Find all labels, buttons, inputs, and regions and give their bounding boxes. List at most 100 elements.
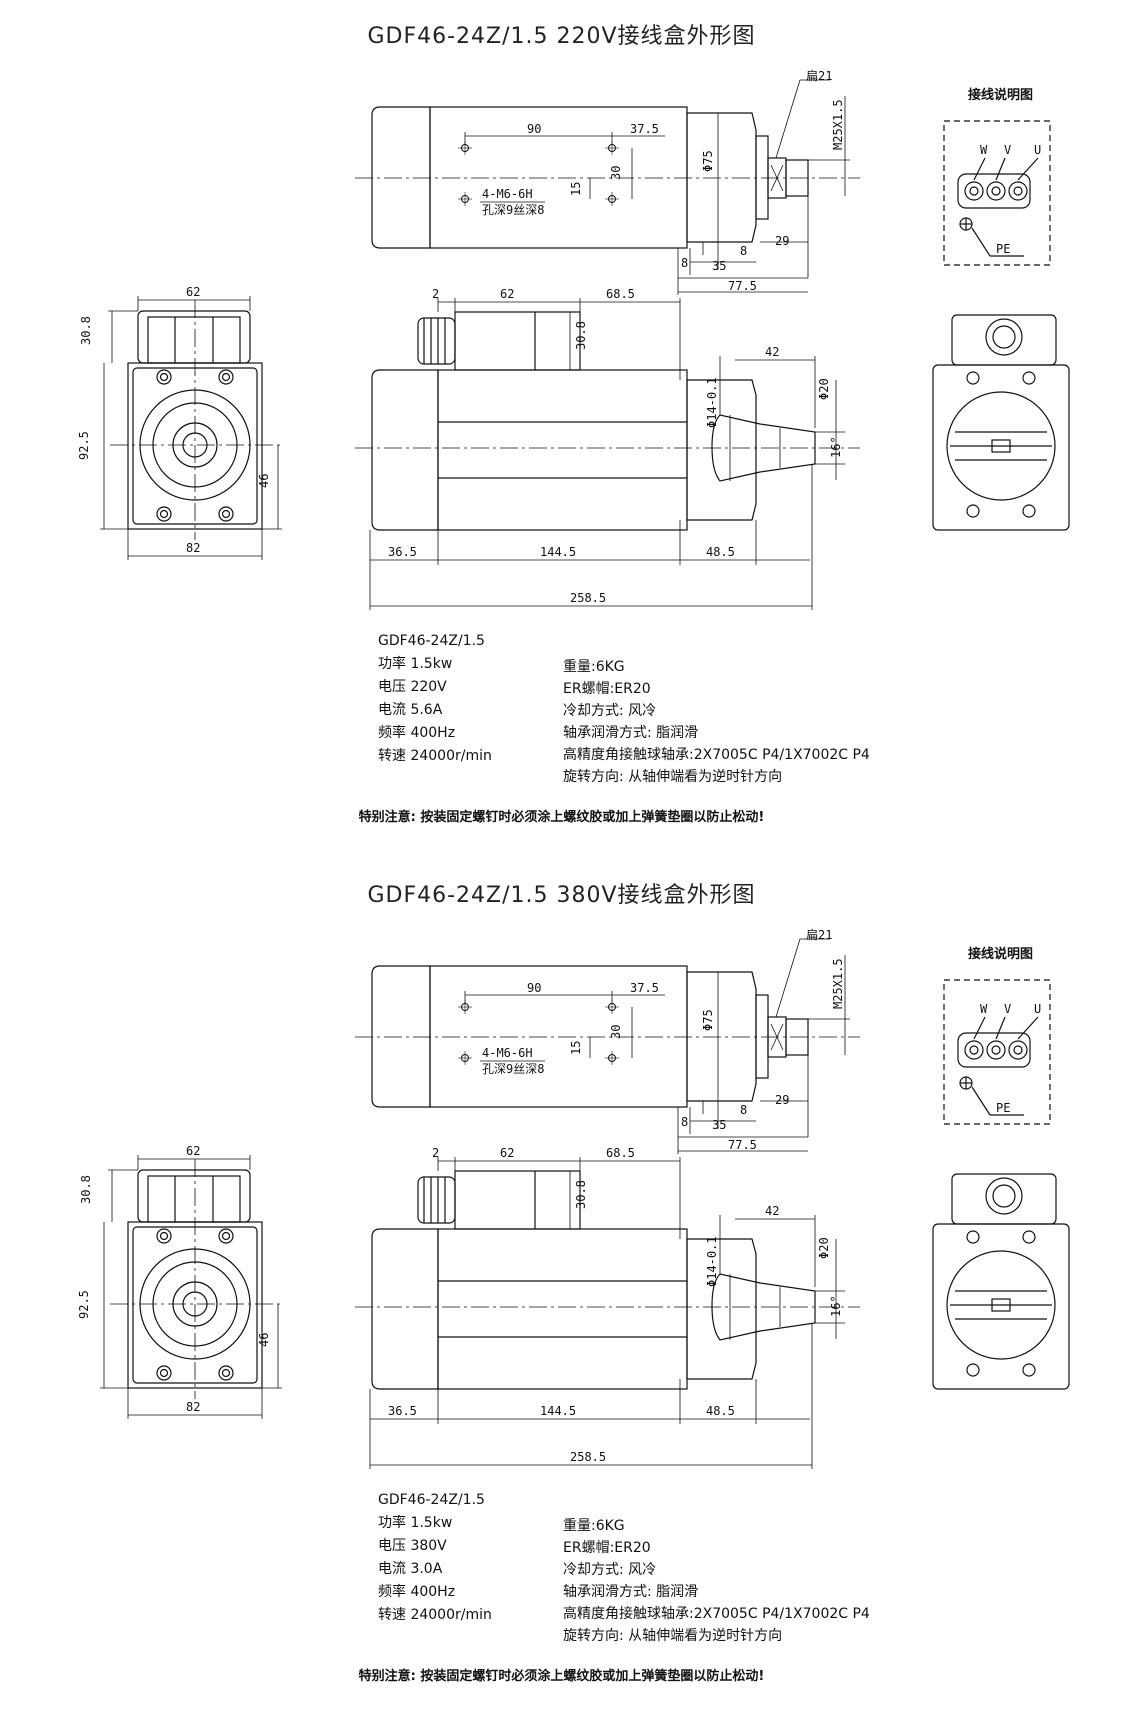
spec-cooling: 冷却方式: 风冷 xyxy=(563,1562,657,1578)
dim-30-8: 30.8 xyxy=(574,321,588,350)
sheet-title: GDF46-24Z/1.5 220V接线盒外形图 xyxy=(367,24,756,49)
dim-8b: 8 xyxy=(740,1103,747,1117)
dim-15: 15 xyxy=(569,182,583,196)
dim-16deg: 16° xyxy=(829,436,843,458)
dim-16deg: 16° xyxy=(829,1295,843,1317)
spec-power: 功率 1.5kw xyxy=(378,656,453,672)
spec-cooling: 冷却方式: 风冷 xyxy=(563,703,657,719)
terminal-u: U xyxy=(1034,1002,1041,1016)
dim-phi20: Φ20 xyxy=(817,1237,831,1259)
dim-77-5: 77.5 xyxy=(728,279,757,293)
dim-30: 30 xyxy=(609,1025,623,1039)
spec-weight: 重量:6KG xyxy=(563,659,625,675)
dim-144-5: 144.5 xyxy=(540,545,576,559)
spec-lubrication: 轴承润滑方式: 脂润滑 xyxy=(563,725,699,741)
dim-36-5: 36.5 xyxy=(388,545,417,559)
dim-front-30-8: 30.8 xyxy=(79,316,93,345)
dim-30: 30 xyxy=(609,166,623,180)
top-view xyxy=(355,965,860,1108)
dim-258-5: 258.5 xyxy=(570,1450,606,1464)
dim-42: 42 xyxy=(765,345,779,359)
dim-front-46: 46 xyxy=(257,1333,271,1347)
spec-speed: 转速 24000r/min xyxy=(378,1607,492,1623)
dim-35: 35 xyxy=(712,259,726,273)
dim-front-62: 62 xyxy=(186,285,200,299)
dim-front-82: 82 xyxy=(186,541,200,555)
dim-m25: M25X1.5 xyxy=(831,99,845,150)
dim-phi20: Φ20 xyxy=(817,378,831,400)
terminal-pe: PE xyxy=(996,1101,1010,1115)
dim-62: 62 xyxy=(500,1146,514,1160)
dim-90: 90 xyxy=(527,122,541,136)
dim-flat: 扁21 xyxy=(806,928,832,942)
dim-phi14: Φ14-0.1 xyxy=(705,377,719,428)
dim-front-62: 62 xyxy=(186,1144,200,1158)
warning-note: 特别注意: 按装固定螺钉时必须涂上螺纹胶或加上弹簧垫圈以防止松动! xyxy=(358,1669,765,1684)
spec-frequency: 频率 400Hz xyxy=(378,725,456,741)
dim-phi75: Φ75 xyxy=(701,1009,715,1031)
dim-37-5: 37.5 xyxy=(630,981,659,995)
spec-lubrication: 轴承润滑方式: 脂润滑 xyxy=(563,1584,699,1600)
side-view-dimensions xyxy=(369,298,845,610)
dim-90: 90 xyxy=(527,981,541,995)
terminal-pe: PE xyxy=(996,242,1010,256)
technical-drawing: 扁21 90 37.5 30 15 4-M6-6H 孔深9丝深8 Φ75 M25… xyxy=(77,69,1070,610)
spec-bearing: 高精度角接触球轴承:2X7005C P4/1X7002C P4 xyxy=(563,747,870,763)
spec-collet: ER螺帽:ER20 xyxy=(563,681,651,697)
dim-258-5: 258.5 xyxy=(570,591,606,605)
dim-37-5: 37.5 xyxy=(630,122,659,136)
spec-left: GDF46-24Z/1.5 功率 1.5kw 电压 220V 电流 5.6A 频… xyxy=(378,630,492,768)
dim-phi75: Φ75 xyxy=(701,150,715,172)
spec-frequency: 频率 400Hz xyxy=(378,1584,456,1600)
spec-speed: 转速 24000r/min xyxy=(378,748,492,764)
dim-thread: 4-M6-6H xyxy=(482,187,533,201)
dim-flat: 扁21 xyxy=(806,69,832,83)
back-view xyxy=(932,1173,1070,1390)
dim-30-8: 30.8 xyxy=(574,1180,588,1209)
dim-front-92-5: 92.5 xyxy=(77,431,91,460)
spec-current: 电流 5.6A xyxy=(378,702,443,718)
terminal-w: W xyxy=(980,1002,988,1016)
dim-29: 29 xyxy=(775,1093,789,1107)
dim-36-5: 36.5 xyxy=(388,1404,417,1418)
side-view xyxy=(355,311,860,531)
dim-77-5: 77.5 xyxy=(728,1138,757,1152)
top-view-dimensions xyxy=(464,938,850,1154)
dim-48-5: 48.5 xyxy=(706,1404,735,1418)
dim-front-30-8: 30.8 xyxy=(79,1175,93,1204)
dim-m25: M25X1.5 xyxy=(831,958,845,1009)
dim-62: 62 xyxy=(500,287,514,301)
dim-8a: 8 xyxy=(681,1115,688,1129)
dim-15: 15 xyxy=(569,1041,583,1055)
wiring-diagram xyxy=(943,120,1051,266)
front-view xyxy=(110,300,280,540)
dim-depth: 孔深9丝深8 xyxy=(482,203,544,217)
dim-2: 2 xyxy=(432,287,439,301)
spec-collet: ER螺帽:ER20 xyxy=(563,1540,651,1556)
sheet-title: GDF46-24Z/1.5 380V接线盒外形图 xyxy=(367,883,756,908)
wiring-diagram-title: 接线说明图 xyxy=(968,88,1034,103)
spec-rotation: 旋转方向: 从轴伸端看为逆时针方向 xyxy=(563,769,783,785)
spec-current: 电流 3.0A xyxy=(378,1561,443,1577)
spec-model: GDF46-24Z/1.5 xyxy=(378,1492,485,1508)
technical-drawing: 扁21 90 37.5 30 15 4-M6-6H 孔深9丝深8 Φ75 M25… xyxy=(77,928,1070,1469)
drawing-sheet-380v: GDF46-24Z/1.5 380V接线盒外形图 接线说明图 xyxy=(0,859,1123,1718)
front-view-dimensions xyxy=(100,1155,282,1419)
dim-depth: 孔深9丝深8 xyxy=(482,1062,544,1076)
warning-note: 特别注意: 按装固定螺钉时必须涂上螺纹胶或加上弹簧垫圈以防止松动! xyxy=(358,810,765,825)
spec-model: GDF46-24Z/1.5 xyxy=(378,633,485,649)
front-view xyxy=(110,1159,280,1399)
spec-right: 重量:6KG ER螺帽:ER20 冷却方式: 风冷 轴承润滑方式: 脂润滑 高精… xyxy=(563,656,870,788)
dim-8a: 8 xyxy=(681,256,688,270)
dim-8b: 8 xyxy=(740,244,747,258)
terminal-v: V xyxy=(1004,143,1011,157)
spec-voltage: 电压 220V xyxy=(378,679,447,695)
terminal-w: W xyxy=(980,143,988,157)
terminal-v: V xyxy=(1004,1002,1011,1016)
dim-2: 2 xyxy=(432,1146,439,1160)
spec-weight: 重量:6KG xyxy=(563,1518,625,1534)
front-view-dimensions xyxy=(100,296,282,560)
back-view xyxy=(932,314,1070,531)
drawing-sheet-220v: GDF46-24Z/1.5 220V接线盒外形图 接线说明图 xyxy=(77,24,1070,825)
dim-35: 35 xyxy=(712,1118,726,1132)
